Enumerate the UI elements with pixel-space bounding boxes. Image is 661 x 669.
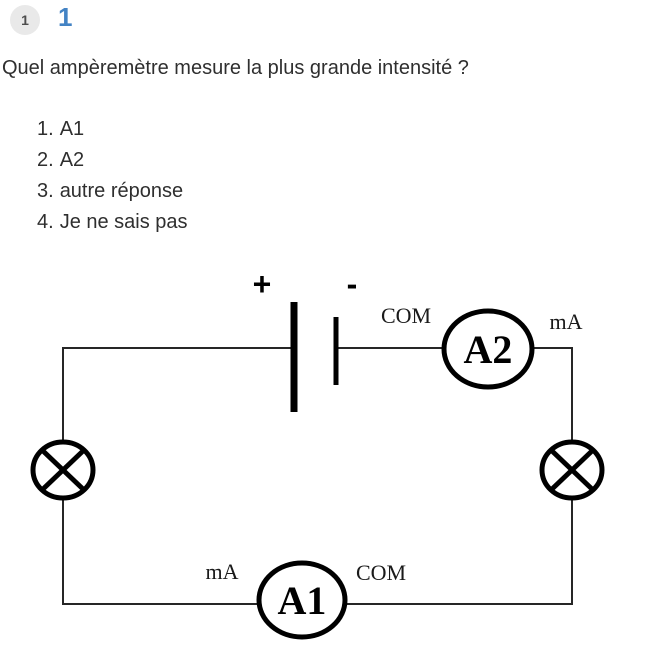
option-number: 4. — [37, 211, 54, 233]
ammeter-a2-ma-label: mA — [550, 309, 583, 334]
question-index-badge-text: 1 — [21, 12, 29, 28]
ammeter-a2-com-label: COM — [381, 303, 431, 328]
circuit-diagram: + - A2 COM mA A1 mA COM — [30, 266, 605, 640]
ammeter-a1-label: A1 — [278, 578, 327, 623]
ammeter-a2-label: A2 — [464, 327, 513, 372]
ammeter-a1-circle — [256, 560, 348, 640]
question-number: 1 — [58, 2, 73, 32]
option-label: A1 — [59, 118, 85, 140]
answer-options-list: 1.A1 2.A2 3.autre réponse 4.Je ne sais p… — [37, 114, 188, 238]
option-number: 3. — [37, 180, 54, 202]
option-number: 2. — [37, 149, 54, 171]
battery-minus-sign: - — [347, 266, 358, 302]
ammeter-a2-circle — [441, 308, 535, 390]
answer-option-2: 2.A2 — [37, 145, 188, 176]
answer-option-1: 1.A1 — [37, 114, 188, 145]
option-label: Je ne sais pas — [59, 211, 188, 233]
option-number: 1. — [37, 118, 54, 140]
lamp-right-icon — [539, 439, 605, 501]
option-label: autre réponse — [59, 180, 184, 202]
question-text: Quel ampèremètre mesure la plus grande i… — [2, 57, 469, 79]
lamp-left-icon — [30, 439, 96, 501]
question-index-badge: 1 — [10, 5, 40, 35]
option-label: A2 — [59, 149, 85, 171]
answer-option-3: 3.autre réponse — [37, 176, 188, 207]
ammeter-a1-ma-label: mA — [206, 559, 239, 584]
answer-option-4: 4.Je ne sais pas — [37, 207, 188, 238]
ammeter-a1-com-label: COM — [356, 560, 406, 585]
battery-plus-sign: + — [253, 266, 272, 302]
